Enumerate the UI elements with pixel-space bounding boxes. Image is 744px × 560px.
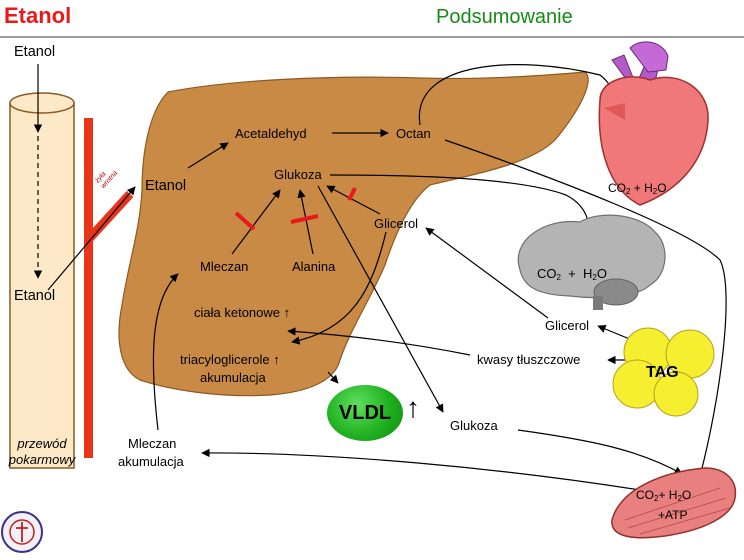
arrow-mleczan-liver (152, 273, 179, 431)
vldl-label: VLDL (338, 401, 392, 424)
liver-shape (118, 71, 589, 397)
arrow-tag-vldl (327, 371, 339, 384)
triacyloglicerole-text: triacyloglicerole (180, 352, 270, 367)
heart-illustration (598, 41, 709, 206)
tube-top-label: Etanol (14, 44, 56, 60)
heart-products: CO2 + H2O (608, 181, 667, 196)
arrow-glicerol-glukoza (326, 185, 381, 215)
university-seal-logo (1, 511, 43, 553)
inhibit-bar-alanina (290, 214, 319, 224)
tube-mid-label: Etanol (14, 288, 56, 304)
inhibit-bar-glicerol (347, 187, 357, 201)
tube-bottom-label-1: przewód (17, 436, 67, 451)
liver-etanol: Etanol (145, 178, 187, 194)
muscle-products-1: CO2+ H2O (636, 488, 692, 503)
liver-octan: Octan (396, 126, 431, 141)
muscle-illustration (611, 467, 737, 539)
liver-akumulacja: akumulacja (200, 370, 266, 385)
arrow-glukoza-glukoza-out (317, 185, 444, 413)
portal-vein (84, 118, 93, 458)
arrow-glukoza-muscle (517, 429, 683, 475)
arrow-kwasy-liver (287, 327, 471, 356)
outside-kwasy: kwasy tłuszczowe (477, 352, 581, 367)
ciala-ketonowe-text: ciała ketonowe (194, 305, 280, 320)
arrow-alanina-glukoza (297, 189, 314, 255)
outside-mleczan: Mleczan (128, 436, 177, 451)
triacyloglicerole-up-arrow: ↑ (273, 352, 280, 367)
liver-acetaldehyd: Acetaldehyd (235, 126, 307, 141)
fat-droplets (612, 327, 715, 417)
arrow-etanol-acetaldehyd (187, 142, 229, 169)
muscle-products-2: +ATP (658, 508, 688, 522)
liver-ciala-ketonowe: ciała ketonowe ↑ (194, 305, 290, 320)
arrow-glicerol-liver-glicerol (425, 227, 549, 319)
arrow-tag-glicerol (597, 324, 633, 341)
tag-label: TAG (646, 364, 679, 381)
liver-glukoza: Glukoza (274, 167, 322, 182)
arrow-glukoza-brain (329, 174, 594, 233)
header-right-title: Podsumowanie (436, 6, 573, 28)
digestive-tube (9, 92, 75, 469)
liver-alanina: Alanina (292, 259, 336, 274)
tube-bottom-label-2: pokarmowy (8, 452, 76, 467)
arrow-muscle-mleczan (201, 448, 641, 491)
liver-mleczan: Mleczan (200, 259, 249, 274)
arrow-octan-muscle (444, 139, 727, 477)
outside-glicerol: Glicerol (545, 318, 590, 333)
outside-mleczan-akumulacja: akumulacja (118, 454, 184, 469)
liver-glicerol: Glicerol (374, 216, 419, 231)
header-left-title: Etanol (4, 3, 72, 28)
vldl-bubble: VLDL (327, 385, 403, 441)
arrow-glicerol-tag (291, 231, 387, 345)
brain-illustration (517, 214, 666, 310)
brain-products: CO2 + H2O (537, 266, 607, 282)
ciala-ketonowe-up-arrow: ↑ (283, 305, 291, 320)
inhibit-bar-mleczan (234, 211, 256, 231)
outside-glukoza: Glukoza (450, 418, 498, 433)
arrow-etanol-to-liver (47, 186, 136, 291)
liver-triacyloglicerole: triacyloglicerole ↑ (180, 352, 280, 367)
tube-bottom-label: przewód pokarmowy (0, 436, 84, 468)
vldl-up-arrow: ↑ (406, 392, 420, 423)
arrow-mleczan-glukoza (231, 189, 281, 255)
header-divider (0, 36, 744, 38)
